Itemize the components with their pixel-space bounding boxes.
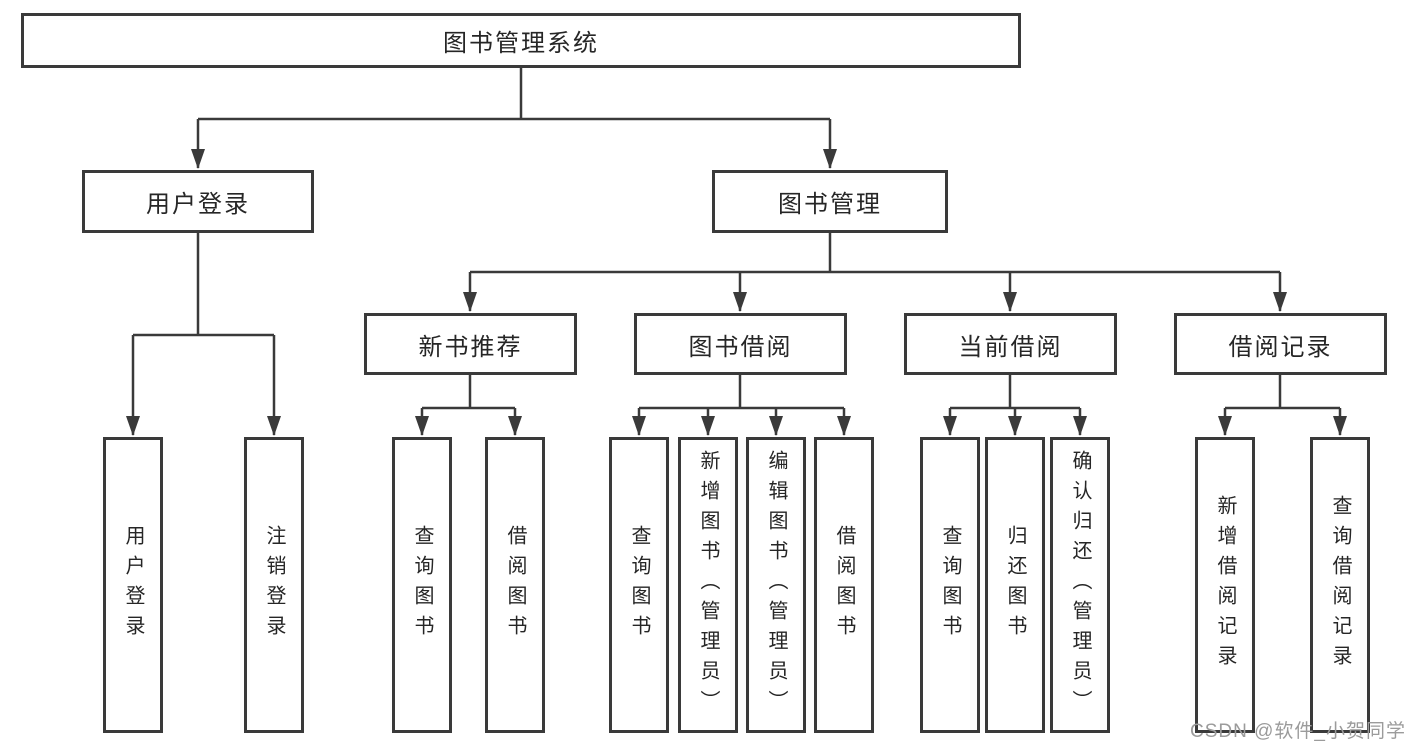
leaf-borrow-book-2: 借阅图书 [814,437,874,733]
leaf-label: 编辑图书（管理员） [765,450,787,720]
csdn-watermark: CSDN @软件_小贺同学 [1190,721,1405,742]
connector-currentborrow-to-leaves [943,375,1087,436]
node-new-book-recommend: 新书推荐 [364,313,577,375]
connector-borrowrecord-to-leaves [1218,375,1347,436]
leaf-query-books-1: 查询图书 [392,437,452,733]
leaf-borrow-book-1: 借阅图书 [485,437,545,733]
leaf-label: 注销登录 [263,525,285,645]
leaf-return-book: 归还图书 [985,437,1045,733]
leaf-label: 归还图书 [1004,525,1026,645]
leaf-label: 借阅图书 [833,525,855,645]
leaf-label: 新增借阅记录 [1214,495,1236,675]
leaf-label: 查询借阅记录 [1329,495,1351,675]
leaf-label: 查询图书 [628,525,650,645]
leaf-query-borrow-record: 查询借阅记录 [1310,437,1370,733]
leaf-label: 借阅图书 [504,525,526,645]
leaf-label: 用户登录 [122,525,144,645]
leaf-add-book-admin: 新增图书（管理员） [678,437,738,733]
leaf-label: 新增图书（管理员） [697,450,719,720]
leaf-logout: 注销登录 [244,437,304,733]
leaf-edit-book-admin: 编辑图书（管理员） [746,437,806,733]
node-borrow-records: 借阅记录 [1174,313,1387,375]
node-book-borrowing: 图书借阅 [634,313,847,375]
node-library-system: 图书管理系统 [21,13,1021,68]
connector-userlogin-to-leaves [126,233,281,436]
node-user-login: 用户登录 [82,170,314,233]
leaf-label: 确认归还（管理员） [1069,450,1091,720]
leaf-query-books-2: 查询图书 [609,437,669,733]
node-current-borrowing: 当前借阅 [904,313,1117,375]
connector-newbook-to-leaves [415,375,522,436]
leaf-label: 查询图书 [411,525,433,645]
connector-bookmgmt-to-level3 [463,233,1287,312]
leaf-user-login: 用户登录 [103,437,163,733]
leaf-confirm-return-admin: 确认归还（管理员） [1050,437,1110,733]
connector-bookborrow-to-leaves [632,375,851,436]
leaf-query-books-3: 查询图书 [920,437,980,733]
node-book-management: 图书管理 [712,170,948,233]
leaf-add-borrow-record: 新增借阅记录 [1195,437,1255,733]
leaf-label: 查询图书 [939,525,961,645]
connector-root-to-level2 [191,68,837,169]
